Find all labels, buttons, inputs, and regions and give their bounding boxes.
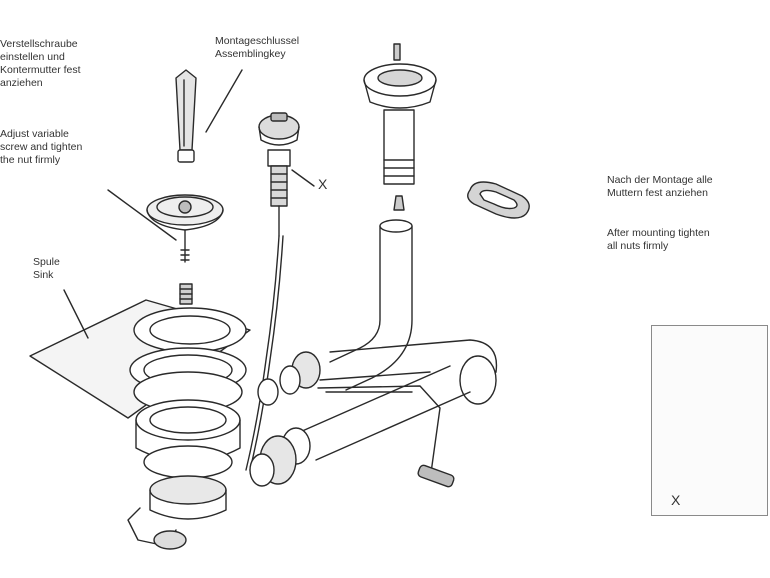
callout-key: Montageschlussel Assemblingkey [215,35,299,61]
strainer-basket [146,194,224,263]
overflow-seal [467,181,530,219]
callout-mount-en: After mounting tighten all nuts firmly [607,227,710,253]
callout-line: all nuts firmly [607,240,669,252]
callout-mount-de: Nach der Montage alle Muttern fest anzie… [607,174,713,200]
callout-line: Spule [33,256,60,268]
callout-line: Adjust variable [0,128,69,140]
detail-inset-frame: X [651,325,768,516]
callout-line: After mounting tighten [607,227,710,239]
callout-line: Kontermutter fest [0,64,81,76]
screw-connector [179,283,193,305]
assembling-key [175,69,197,163]
x-leader-line [291,169,315,187]
callout-line: screw and tighten [0,141,83,153]
callout-line: Verstellschraube [0,38,78,50]
detail-marker-x: X [318,176,328,192]
callout-adjust-en: Adjust variable screw and tighten the nu… [0,128,82,167]
callout-line: the nut firmly [0,154,61,166]
control-valve [245,149,291,471]
callout-line: anziehen [0,77,43,89]
callout-line: Assemblingkey [215,48,286,60]
callout-line: Nach der Montage alle [607,174,713,186]
callout-line: Sink [33,269,54,281]
pull-rod [317,385,455,488]
inset-label-x: X [671,492,681,508]
control-cap [258,112,300,146]
callout-line: Muttern fest anziehen [607,187,708,199]
drain-pipes [249,339,498,487]
adjust-leader-line [107,189,177,241]
key-leader-line [205,69,243,133]
overflow-pipe [329,43,437,391]
outlet-ring-stack [127,307,247,550]
callout-line: einstellen und [0,51,65,63]
callout-line: Montageschlussel [215,35,300,47]
callout-adjust-de: Verstellschraube einstellen und Kontermu… [0,38,81,90]
callout-sink: Spule Sink [33,256,60,282]
sink-leader-line [63,289,89,339]
